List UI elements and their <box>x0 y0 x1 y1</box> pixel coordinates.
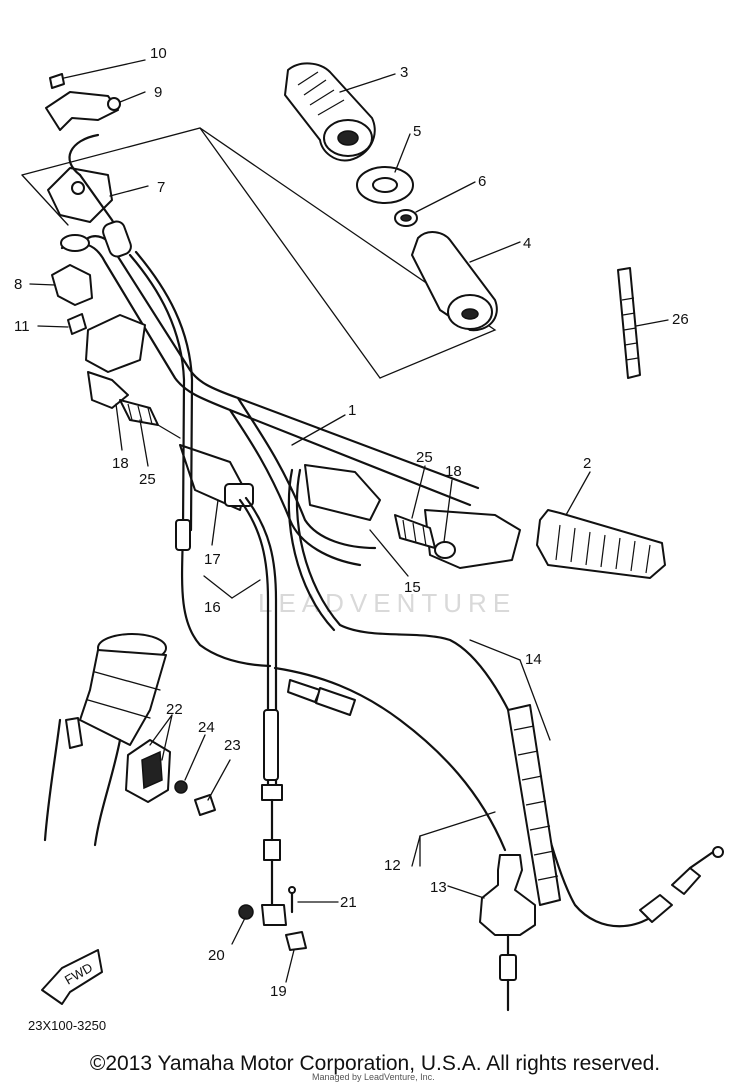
cable-band <box>617 267 641 379</box>
bracket-nut <box>174 780 188 794</box>
intake-body-outline <box>43 718 62 842</box>
callout-20: 20 <box>208 947 225 964</box>
clamp-bolt <box>285 931 307 951</box>
callout-11: 11 <box>14 318 30 335</box>
clutch-cable <box>273 666 507 852</box>
callout-24: 24 <box>198 719 215 736</box>
explode-line-grip <box>199 127 381 379</box>
callout-2: 2 <box>583 455 591 472</box>
callout-12: 12 <box>384 857 401 874</box>
holder-bolt <box>67 313 87 335</box>
right-grip <box>536 509 666 579</box>
cable-holder-bracket <box>125 739 171 803</box>
clutch-lever-perch <box>85 314 146 409</box>
throttle-cable-end <box>68 133 100 177</box>
callout-4: 4 <box>523 235 531 252</box>
copyright-notice: ©2013 Yamaha Motor Corporation, U.S.A. A… <box>89 1052 661 1075</box>
throttle-tube <box>411 231 498 332</box>
callout-13: 13 <box>430 879 447 896</box>
callout-10: 10 <box>150 45 167 62</box>
watermark-small: Managed by LeadVenture, Inc. <box>312 1072 435 1082</box>
callout-5: 5 <box>413 123 421 140</box>
throttle-cable <box>128 253 272 668</box>
throttle-housing-lower <box>47 167 113 223</box>
housing-screw <box>49 73 65 89</box>
left-lever-perch <box>179 444 254 511</box>
callout-21: 21 <box>340 894 357 911</box>
callout-7: 7 <box>157 179 165 196</box>
callout-22: 22 <box>166 701 183 718</box>
callout-16: 16 <box>204 599 221 616</box>
clamp-pin <box>288 886 296 914</box>
callout-23: 23 <box>224 737 241 754</box>
callout-18-right: 18 <box>445 463 462 480</box>
callout-26: 26 <box>672 311 689 328</box>
callout-25-right: 25 <box>416 449 433 466</box>
callout-19: 19 <box>270 983 287 1000</box>
left-cable-adjuster <box>119 399 159 426</box>
watermark: LEADVENTURE <box>258 588 516 618</box>
throttle-grip <box>284 62 376 162</box>
callout-15: 15 <box>404 579 421 596</box>
forward-arrow-icon: FWD <box>41 949 103 1005</box>
callout-18-left: 18 <box>112 455 129 472</box>
callout-3: 3 <box>400 64 408 81</box>
clamp-nut <box>238 904 254 920</box>
front-brake-cable <box>238 498 270 787</box>
callout-14: 14 <box>525 651 542 668</box>
grip-washer <box>356 166 414 204</box>
cable-boot <box>479 854 536 1012</box>
callout-17: 17 <box>204 551 221 568</box>
part-callouts: 10 9 3 5 6 7 4 8 26 11 1 18 25 25 18 2 1… <box>14 45 689 1000</box>
throttle-collar <box>394 209 418 227</box>
callout-6: 6 <box>478 173 486 190</box>
choke-cable-boot <box>507 704 561 906</box>
leader-lines <box>29 59 669 983</box>
lever-holder <box>51 264 93 306</box>
diagram-code: 23X100-3250 <box>28 1018 106 1033</box>
callout-8: 8 <box>14 276 22 293</box>
choke-cable <box>295 468 662 928</box>
right-cable-adjuster <box>394 514 456 559</box>
explode-boundary-throttle <box>21 127 497 379</box>
bracket-screw <box>194 794 216 816</box>
callout-9: 9 <box>154 84 162 101</box>
callout-25-left: 25 <box>139 471 156 488</box>
cable-clamp <box>261 904 287 926</box>
callout-1: 1 <box>348 402 356 419</box>
throttle-housing-upper <box>45 91 121 131</box>
intake-joint <box>79 633 167 746</box>
